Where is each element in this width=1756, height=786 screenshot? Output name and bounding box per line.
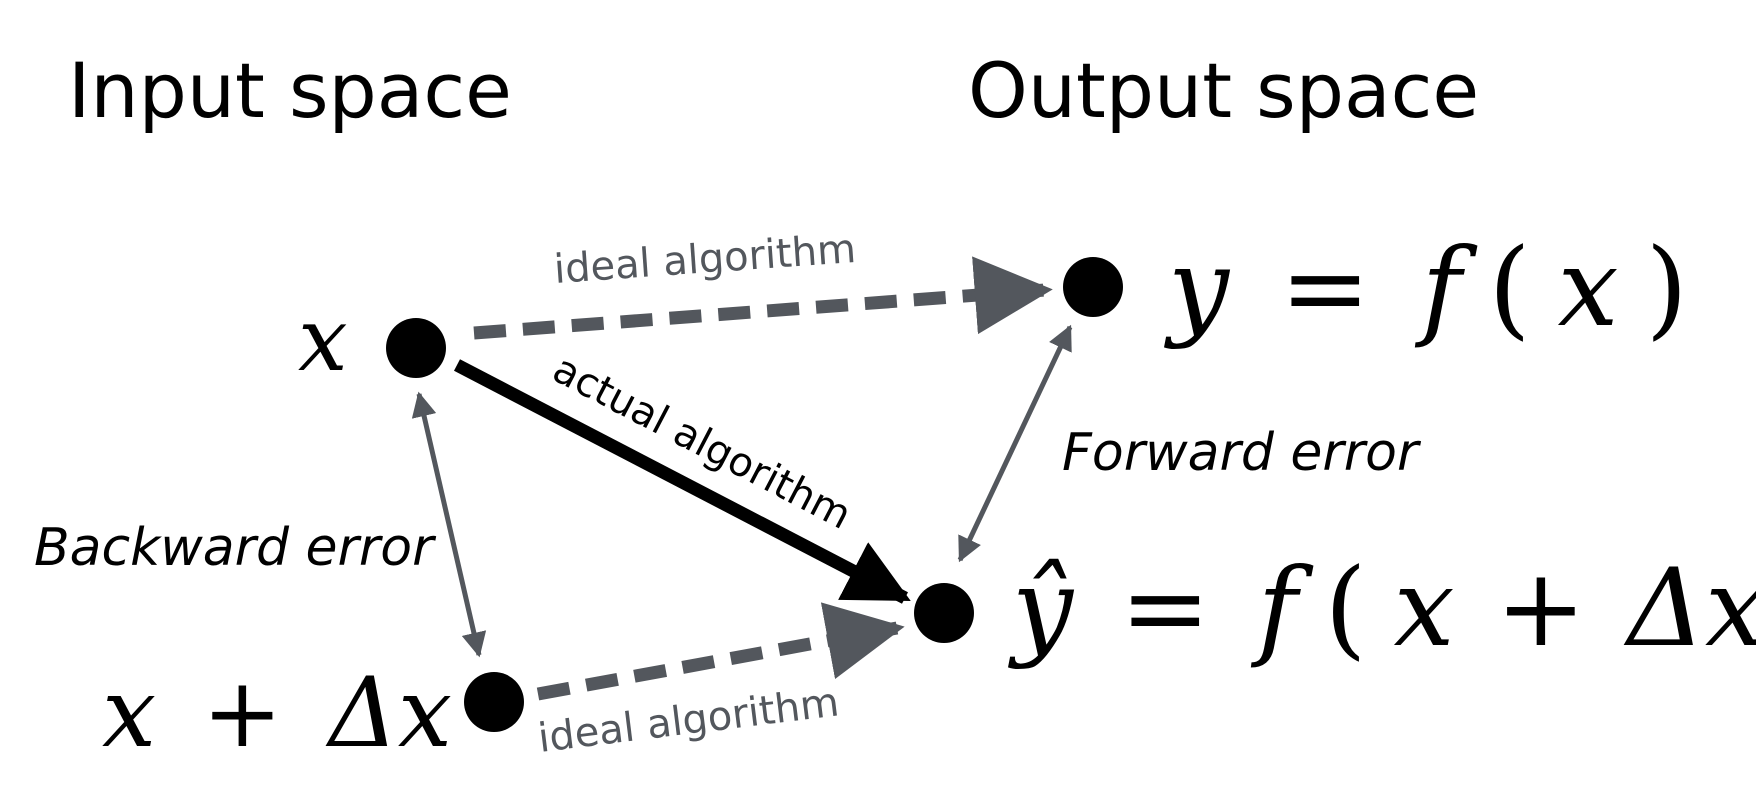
ideal-algorithm-top-label: ideal algorithm [552, 226, 857, 293]
ideal-algorithm-top-arrow [473, 256, 1053, 340]
node-x [386, 318, 446, 378]
forward-error-label: Forward error [1062, 423, 1422, 483]
node-y [1063, 257, 1123, 317]
output-space-heading: Output space [968, 46, 1479, 135]
y-hat-arg2: Δx [1623, 546, 1756, 671]
y-open-paren: ( [1489, 226, 1531, 351]
node-y-hat [914, 583, 974, 643]
y-hat-equals-label: ŷ = f ( x + Δx ) [1007, 546, 1756, 671]
ideal-algorithm-bottom-arrow [536, 602, 905, 701]
y-hat-equals: = [1120, 546, 1211, 671]
y-equals-f-x-label: y = f ( x ) [1163, 226, 1688, 351]
y-var: y [1163, 226, 1231, 351]
y-arg: x [1558, 226, 1619, 351]
x-label: x [298, 288, 348, 391]
forward-error-arrow [957, 324, 1073, 563]
y-hat-open-paren: ( [1325, 546, 1367, 671]
actual-algorithm-arrow [454, 359, 911, 604]
y-close-paren: ) [1646, 226, 1688, 351]
backward-error-label: Backward error [34, 518, 437, 578]
y-hat-var: ŷ [1007, 546, 1075, 671]
y-fn: f [1415, 226, 1478, 351]
backward-error-arrow [411, 391, 487, 658]
y-hat-op: + [1496, 546, 1587, 671]
node-x-perturbed [464, 672, 524, 732]
x-plus-delta-x-var: x [102, 657, 156, 769]
ideal-algorithm-bottom-label: ideal algorithm [536, 679, 842, 762]
y-equals: = [1280, 226, 1371, 351]
input-space-heading: Input space [68, 46, 512, 135]
x-plus-delta-x-op: + [202, 657, 282, 769]
y-hat-fn: f [1251, 546, 1314, 671]
y-hat-arg1: x [1394, 546, 1455, 671]
x-plus-delta-x-delta: Δx [325, 657, 452, 769]
x-plus-delta-x-label: x + Δx [102, 657, 452, 769]
